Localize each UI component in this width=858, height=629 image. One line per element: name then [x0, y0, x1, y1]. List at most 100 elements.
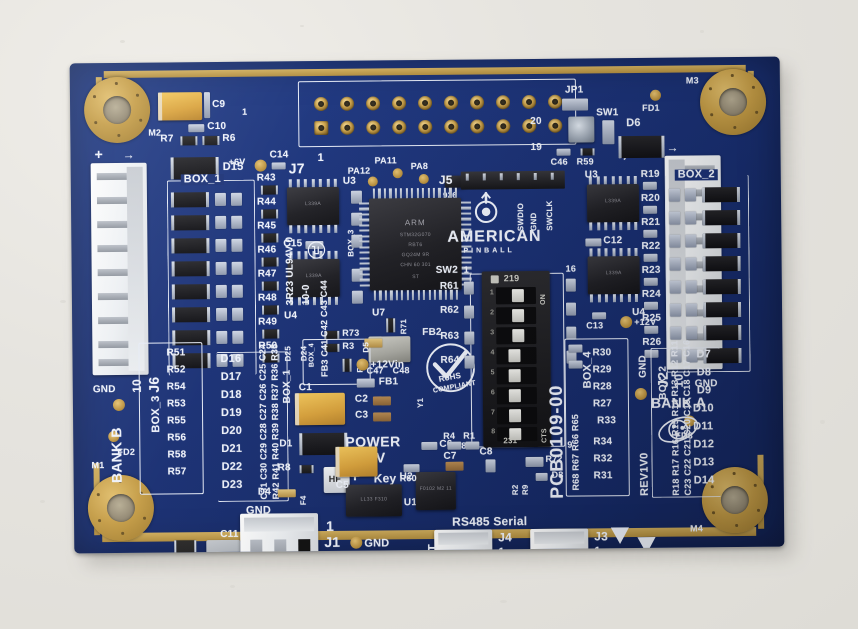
- label-m1: M1: [91, 460, 105, 471]
- resistor-r5: [403, 464, 420, 473]
- header-j5[interactable]: [460, 170, 565, 190]
- label-c5: C5: [335, 479, 349, 491]
- label-r51: R51: [166, 347, 186, 359]
- dipswitch-pos-5: 5: [490, 369, 495, 377]
- capacitor-c46: [556, 148, 571, 156]
- ic-u4-marking: L339A: [605, 270, 622, 277]
- label-u7: U7: [372, 307, 386, 319]
- ul-logo-icon: [307, 241, 326, 259]
- jumper-jp2[interactable]: [602, 120, 615, 145]
- diode-d3: [535, 472, 548, 481]
- resistor-r47: [261, 281, 279, 291]
- passive-dipright-1: [565, 278, 576, 292]
- mounting-hole-m2: [83, 76, 151, 144]
- label-d17: D17: [220, 370, 242, 383]
- connector-j1[interactable]: [239, 513, 319, 554]
- american-pinball-logo-icon: [469, 191, 503, 225]
- pcb-board: M2 M3 M1 M4 FD1 FD2 FD3 J7 1 PA12 PA11: [69, 56, 785, 554]
- label-d1: D1: [279, 438, 293, 450]
- label-gnd-j1b: GND: [364, 537, 390, 550]
- label-box4-col: R68 R67 R66 R65: [570, 413, 581, 491]
- brand-pinball: PINBALL: [463, 247, 515, 255]
- testpad-pa8: [418, 173, 429, 185]
- label-r31: R31: [593, 470, 613, 482]
- label-6v: +6V: [228, 156, 246, 167]
- label-c46: C46: [550, 156, 568, 167]
- testpoint-12vin: [356, 358, 369, 371]
- label-r60: R71: [399, 318, 409, 335]
- label-ul-94v0: 3R23 UL94V-0: [284, 236, 296, 306]
- resistor-r19: [642, 181, 657, 190]
- dipswitch-on-label: ON: [539, 293, 548, 305]
- brand-american: AMERICAN: [447, 227, 542, 246]
- capacitor-c7: [445, 461, 464, 471]
- label-r61: R61: [439, 280, 459, 292]
- label-box3-col: FB3 C41 C42 C43 C44: [318, 280, 330, 378]
- label-pa8: PA8: [410, 160, 429, 172]
- label-d6: D6: [626, 116, 641, 130]
- label-r7: R7: [160, 133, 174, 145]
- label-box1-col-a: C31 C30 C29 C28 C27 C26 C25 C24: [257, 343, 269, 500]
- label-bank-b: BANK B: [108, 427, 125, 484]
- label-r5: R60: [399, 473, 417, 484]
- label-j1-pin1: 1: [326, 517, 335, 534]
- resistor-r22: [643, 253, 658, 262]
- ic-u6-pins-bottom: [289, 296, 338, 306]
- resistor-r21: [643, 229, 658, 238]
- label-box2-col-b: R18 R17 R16 R15 R14 R13 R12 R11: [669, 340, 681, 496]
- resistor-r3: [447, 441, 462, 450]
- label-sw2: SW2: [435, 264, 459, 276]
- label-r72: R73: [342, 327, 360, 338]
- ic-u2: F0102 M2 11: [415, 471, 456, 511]
- resistor-r10: [174, 540, 197, 554]
- label-jp1: JP1: [564, 84, 584, 96]
- label-d23: D23: [221, 478, 243, 491]
- label-r64: R64: [440, 354, 460, 366]
- label-c11-x: C11: [220, 528, 239, 540]
- ic-u1-marking: LL33 F310: [360, 496, 388, 503]
- capacitor-c9: [157, 92, 203, 121]
- label-r56: R56: [167, 432, 187, 444]
- label-d8: D8: [696, 366, 712, 379]
- fiducial-fd1: [649, 89, 662, 101]
- resistor-r45: [261, 233, 279, 243]
- label-j6-arrow: →: [122, 147, 135, 162]
- label-r25: R25: [642, 312, 662, 324]
- jumper-jp1[interactable]: [562, 98, 589, 111]
- label-r24: R24: [641, 288, 661, 300]
- ic-u5-pins-top: [288, 178, 337, 188]
- label-sw1: SW1: [596, 107, 619, 119]
- label-r58: R58: [167, 449, 187, 461]
- label-r55: R55: [167, 415, 187, 427]
- label-r26: R26: [642, 336, 662, 348]
- resistor-r60: [386, 318, 396, 333]
- label-part-number: PCB0109-00: [545, 384, 567, 499]
- label-c7: C7: [443, 450, 457, 462]
- label-d21: D21: [221, 442, 243, 455]
- label-r49: R49: [258, 316, 278, 328]
- label-d19: D19: [220, 406, 242, 419]
- mcu-pins-top: [372, 187, 457, 199]
- label-r23: R23: [641, 264, 661, 276]
- label-box-3-left: BOX_3: [149, 395, 163, 433]
- label-d5: D5: [361, 341, 371, 353]
- label-sw2-pin16: 16: [565, 263, 577, 274]
- ic-u5-marking: L339A: [305, 201, 322, 208]
- label-d7: D7: [696, 348, 712, 361]
- capacitor-c11: [206, 539, 241, 554]
- resistor-r20: [643, 205, 658, 214]
- resistor-r71: [525, 456, 544, 468]
- switch-sw1[interactable]: [568, 116, 595, 143]
- dipswitch-pos-8: 8: [491, 428, 496, 436]
- label-j5-swdio: SWDIO: [516, 202, 526, 232]
- ic-u3-marking: L339A: [604, 198, 622, 205]
- label-c12: C12: [603, 235, 623, 247]
- bank-a-logo-icon: [653, 409, 703, 449]
- label-f4: F4: [298, 495, 308, 506]
- testpoint-12v: [620, 316, 633, 329]
- resistor-r48: [261, 305, 280, 315]
- dipswitch-sw2[interactable]: 219 ON CTS 231 1 2 3 4 5 6 7 8: [481, 270, 552, 448]
- label-c13: C13: [586, 320, 604, 331]
- label-d14: D14: [693, 474, 715, 487]
- ic-u5-pins-bottom: [289, 224, 338, 234]
